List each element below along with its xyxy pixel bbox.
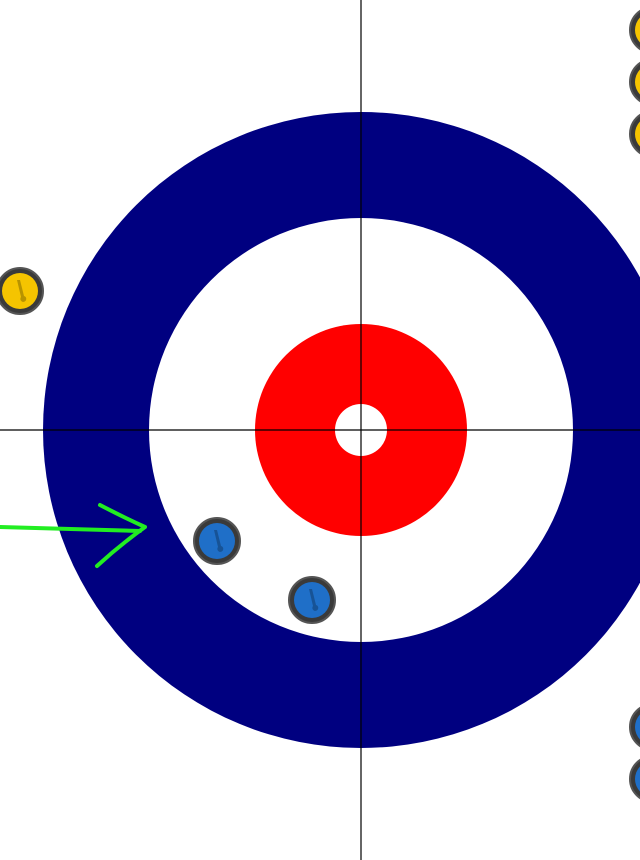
stone-top [635, 17, 640, 43]
stones [0, 7, 640, 802]
stone-top [635, 714, 640, 740]
stone-top [2, 273, 38, 309]
stone-top [294, 582, 330, 618]
stone-yellow[interactable] [0, 267, 44, 315]
aim-arrow[interactable] [0, 503, 147, 568]
stone-blue[interactable] [629, 756, 640, 802]
aim-arrow-shaft [0, 525, 142, 533]
stone-blue[interactable] [629, 704, 640, 750]
stone-top [635, 766, 640, 792]
stone-top [199, 523, 235, 559]
stone-blue[interactable] [288, 576, 336, 624]
stone-top [635, 69, 640, 95]
stone-blue[interactable] [193, 517, 241, 565]
aim-arrow-head [95, 503, 147, 568]
stone-yellow[interactable] [629, 59, 640, 105]
stone-yellow[interactable] [629, 111, 640, 157]
stone-top [635, 121, 640, 147]
stone-handle-icon [309, 589, 319, 611]
stone-handle-icon [17, 280, 27, 302]
stone-yellow[interactable] [629, 7, 640, 53]
stone-handle-icon [214, 530, 224, 552]
